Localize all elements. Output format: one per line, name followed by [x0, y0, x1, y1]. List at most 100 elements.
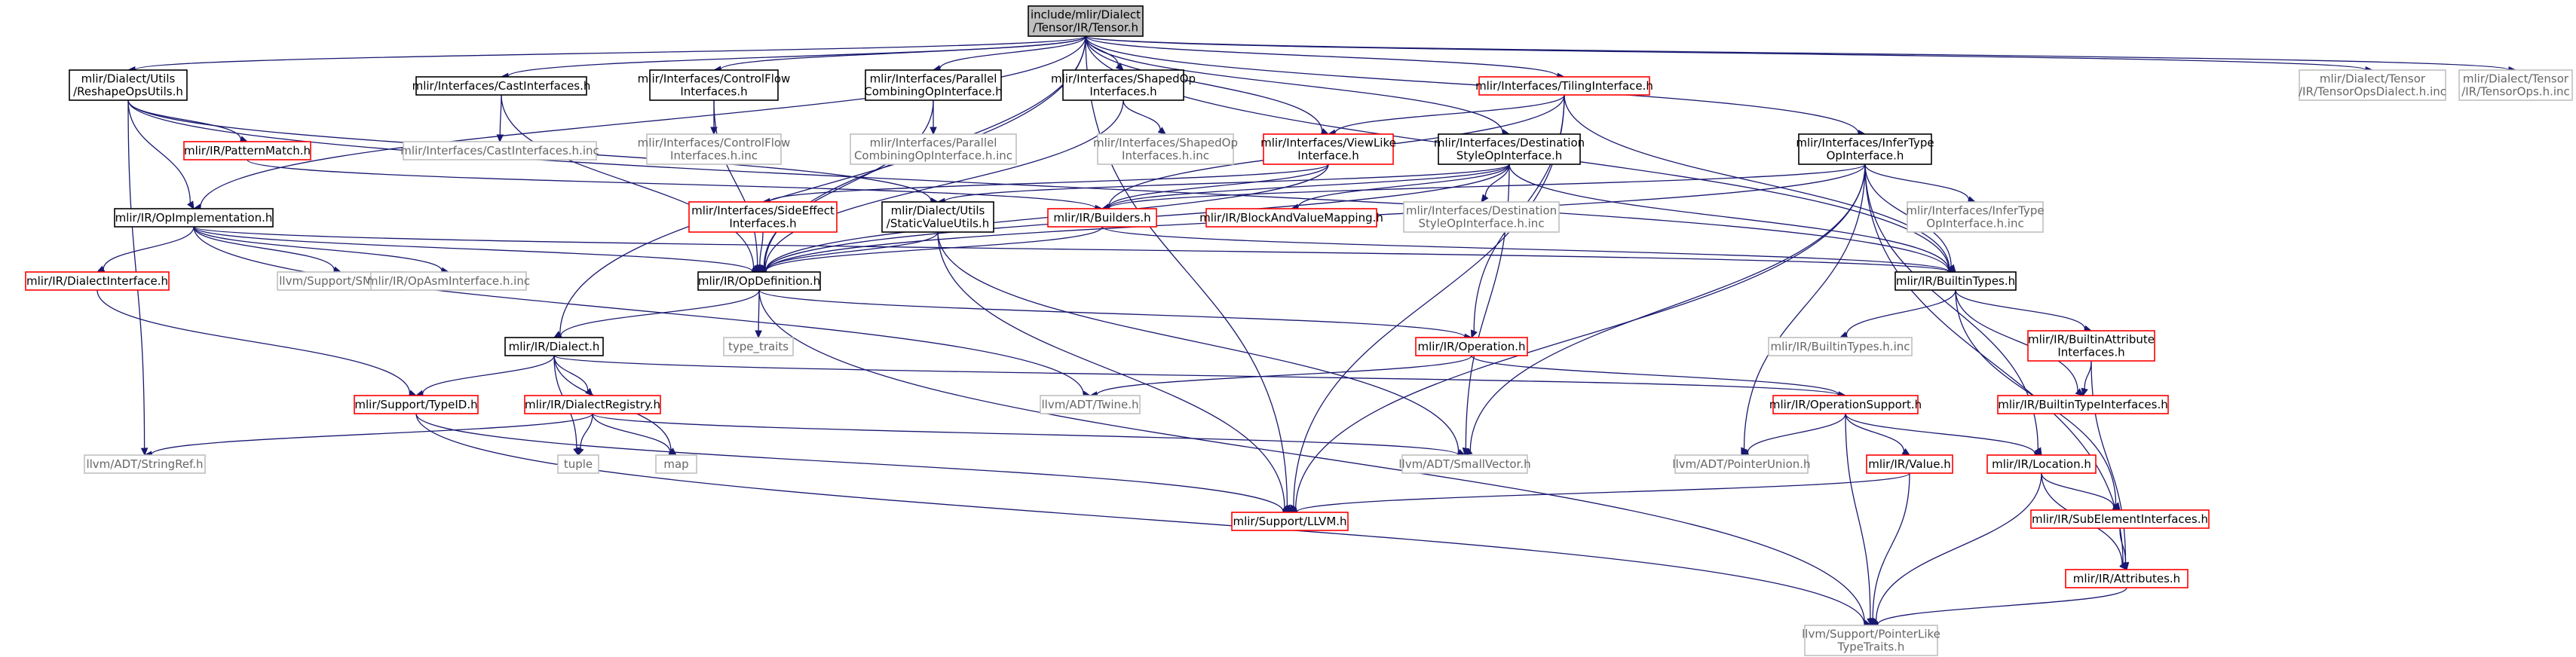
dependency-edge: [415, 413, 1291, 515]
dependency-edge: [1085, 35, 1291, 514]
node-label: mlir/Dialect/Utils: [81, 72, 176, 86]
header-node-tuple: tuple: [557, 454, 599, 474]
dependency-edge: [937, 231, 1466, 456]
header-node-dialect[interactable]: mlir/IR/Dialect.h: [504, 337, 604, 356]
header-node-opimpl[interactable]: mlir/IR/OpImplementation.h: [114, 208, 274, 228]
header-node-tiling[interactable]: mlir/Interfaces/TilingInterface.h: [1475, 76, 1653, 96]
dependency-edge: [96, 226, 195, 273]
dependency-edge: [2119, 527, 2130, 571]
dependency-edge: [1481, 163, 1510, 203]
header-node-value[interactable]: mlir/IR/Value.h: [1866, 454, 1953, 474]
header-node-builders[interactable]: mlir/IR/Builders.h: [1047, 208, 1157, 228]
dependency-edge: [1955, 289, 2084, 396]
node-label: TypeTraits.h: [1837, 640, 1905, 654]
node-label: mlir/Interfaces/Parallel: [870, 72, 997, 86]
header-node-dialectiface[interactable]: mlir/IR/DialectInterface.h: [25, 271, 170, 291]
dependency-edge: [1870, 472, 2042, 626]
header-node-cast[interactable]: mlir/Interfaces/CastInterfaces.h: [412, 76, 591, 96]
header-node-operation[interactable]: mlir/IR/Operation.h: [1415, 337, 1528, 356]
edge-layer: [96, 35, 2517, 628]
dependency-edge: [1471, 355, 1847, 399]
node-label: mlir/IR/Location.h: [1992, 457, 2091, 471]
node-label: mlir/IR/BlockAndValueMapping.h: [1199, 211, 1383, 225]
dependency-edge: [193, 226, 450, 275]
dependency-edge: [1288, 472, 1910, 516]
dependency-edge: [143, 413, 593, 458]
dependency-edge: [1845, 413, 1911, 456]
header-node-smallvec: llvm/ADT/SmallVector.h: [1398, 454, 1531, 474]
node-label: mlir/IR/SubElementInterfaces.h: [2032, 512, 2208, 526]
header-node-opdef[interactable]: mlir/IR/OpDefinition.h: [697, 271, 821, 291]
node-label: /IR/TensorOps.h.inc: [2461, 85, 2570, 99]
header-node-blockmap[interactable]: mlir/IR/BlockAndValueMapping.h: [1199, 208, 1383, 228]
dependency-edge: [415, 413, 1873, 628]
node-label: Interface.h: [1297, 149, 1358, 163]
header-node-topsinc: mlir/Dialect/Tensor/IR/TensorOps.h.inc: [2458, 69, 2573, 101]
header-node-tdialectinc: mlir/Dialect/Tensor/IR/TensorOpsDialect.…: [2299, 69, 2446, 101]
node-layer: include/mlir/Dialect/Tensor/IR/Tensor.h m…: [25, 5, 2573, 656]
dependency-edge: [1845, 413, 1874, 627]
header-node-inferinc: mlir/Interfaces/InferTypeOpInterface.h.i…: [1906, 201, 2045, 233]
node-label: type_traits: [728, 340, 789, 354]
header-node-location[interactable]: mlir/IR/Location.h: [1986, 454, 2097, 474]
node-label: /Tensor/IR/Tensor.h: [1033, 21, 1138, 35]
header-node-typeid[interactable]: mlir/Support/TypeID.h: [354, 395, 479, 414]
header-node-builtintypeif[interactable]: mlir/IR/BuiltinTypeInterfaces.h: [1997, 395, 2169, 414]
dependency-edge: [1955, 289, 2093, 332]
header-node-twine: llvm/ADT/Twine.h: [1040, 395, 1141, 414]
node-label: mlir/Interfaces/Destination: [1434, 136, 1585, 150]
node-label: mlir/IR/BuiltinTypeInterfaces.h: [1998, 398, 2167, 411]
node-label: mlir/IR/Attributes.h: [2073, 572, 2180, 585]
header-node-reshape[interactable]: mlir/Dialect/Utils/ReshapeOpsUtils.h: [69, 69, 188, 101]
node-label: mlir/Dialect/Utils: [891, 204, 985, 218]
dependency-edge: [2041, 472, 2121, 511]
dependency-edge: [758, 231, 939, 274]
node-label: /ReshapeOpsUtils.h: [73, 85, 183, 99]
header-node-subelem[interactable]: mlir/IR/SubElementInterfaces.h: [2030, 509, 2210, 529]
node-label: mlir/Interfaces/ShapedOp: [1051, 72, 1196, 86]
node-label: Interfaces.h: [1089, 85, 1156, 99]
header-node-staticval[interactable]: mlir/Dialect/Utils/StaticValueUtils.h: [881, 201, 994, 233]
node-label: llvm/Support/PointerLike: [1802, 628, 1940, 641]
header-node-builtintypes[interactable]: mlir/IR/BuiltinTypes.h: [1894, 271, 2017, 291]
dependency-edge: [592, 413, 678, 456]
dependency-edge: [415, 355, 555, 397]
node-label: mlir/IR/OpAsmInterface.h.inc: [367, 274, 530, 288]
node-label: CombiningOpInterface.h: [864, 85, 1002, 99]
node-label: mlir/Interfaces/SideEffect: [691, 204, 835, 218]
dependency-edge: [2081, 360, 2092, 397]
dependency-edge: [1869, 472, 1910, 627]
node-label: mlir/Interfaces/CastInterfaces.h: [412, 79, 591, 93]
header-node-root[interactable]: include/mlir/Dialect/Tensor/IR/Tensor.h: [1028, 5, 1144, 37]
header-node-attributes[interactable]: mlir/IR/Attributes.h: [2065, 569, 2189, 588]
dependency-edge: [553, 289, 760, 340]
header-node-llvmh[interactable]: mlir/Support/LLVM.h: [1231, 512, 1349, 531]
dependency-edge: [553, 355, 1847, 399]
node-label: mlir/Support/LLVM.h: [1233, 515, 1346, 528]
header-node-patternmatch[interactable]: mlir/IR/PatternMatch.h: [183, 141, 311, 160]
node-label: mlir/Interfaces/InferType: [1796, 136, 1934, 150]
node-label: llvm/ADT/SmallVector.h: [1398, 457, 1530, 471]
node-label: /StaticValueUtils.h: [887, 217, 989, 231]
header-node-dest[interactable]: mlir/Interfaces/DestinationStyleOpInterf…: [1434, 133, 1585, 165]
dependency-edge: [577, 413, 593, 457]
header-node-ptrunion: llvm/ADT/PointerUnion.h: [1672, 454, 1811, 474]
node-label: mlir/Dialect/Tensor: [2463, 72, 2569, 86]
node-label: mlir/IR/PatternMatch.h: [184, 144, 311, 157]
header-node-opsupport[interactable]: mlir/IR/OperationSupport.h: [1769, 395, 1922, 414]
header-node-parallel[interactable]: mlir/Interfaces/ParallelCombiningOpInter…: [864, 69, 1003, 101]
node-label: OpInterface.h.inc: [1926, 217, 2023, 231]
header-node-map: map: [655, 454, 697, 474]
node-label: mlir/IR/Operation.h: [1418, 340, 1526, 353]
dependency-edge: [96, 289, 418, 397]
header-node-dialectreg[interactable]: mlir/IR/DialectRegistry.h: [524, 395, 661, 414]
header-node-typetraits: type_traits: [723, 337, 794, 356]
